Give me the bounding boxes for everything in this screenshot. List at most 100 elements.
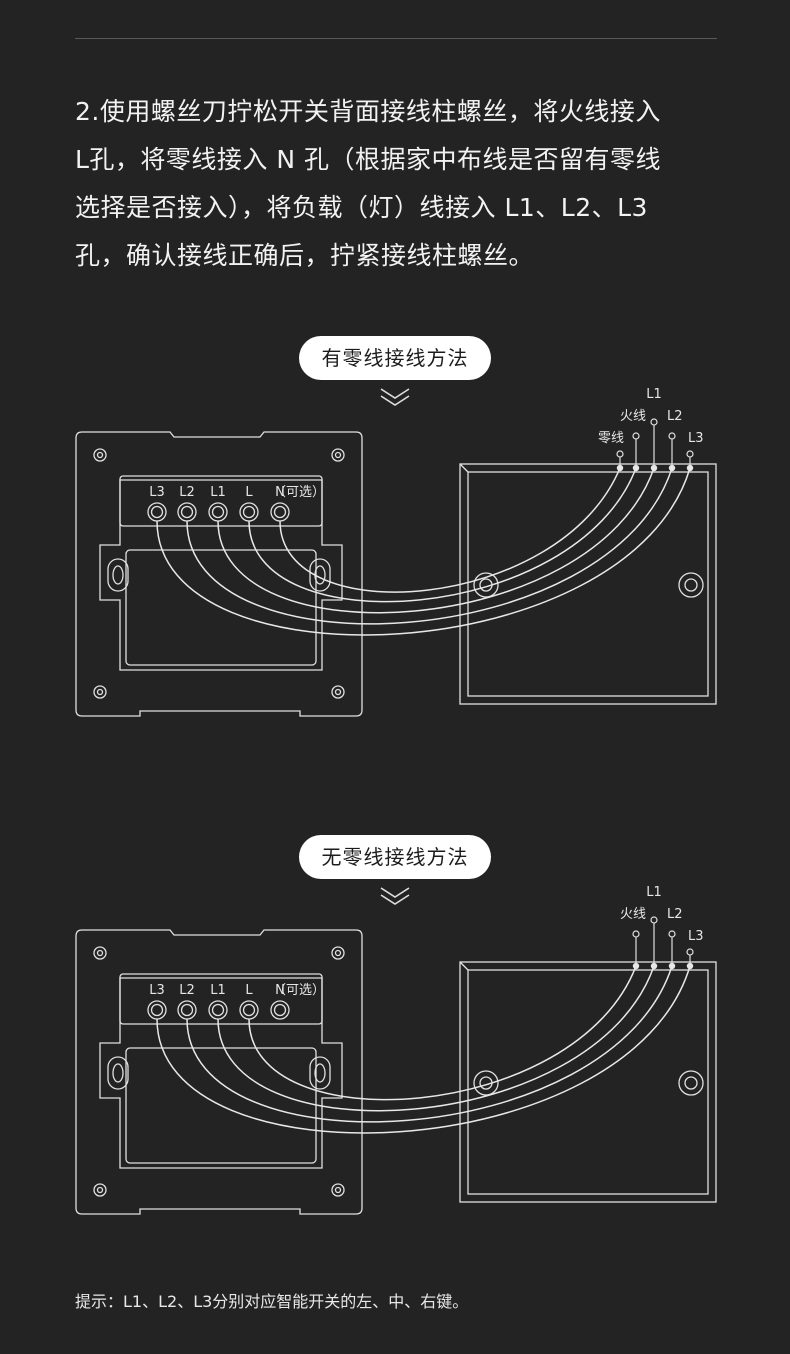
corner-hole-center xyxy=(334,1186,342,1194)
wire-end-dot xyxy=(632,962,640,970)
terminal-screw-l1 xyxy=(208,502,228,522)
corner-hole-center xyxy=(96,451,104,459)
junction-box-screw-inner xyxy=(684,1076,698,1090)
junction-box-screw xyxy=(678,1070,704,1096)
wire-end-dot xyxy=(686,464,694,472)
optional-label: （可选） xyxy=(273,983,325,998)
wire-label-ring xyxy=(616,450,624,458)
section-title-with-neutral: 有零线接线方法 xyxy=(299,336,491,380)
wire-label-l2: L2 xyxy=(667,409,683,424)
junction-box-inner xyxy=(467,471,709,697)
terminal-screw-inner xyxy=(150,1003,164,1017)
terminal-screw-l xyxy=(239,502,259,522)
terminal-label-l2: L2 xyxy=(179,485,195,500)
corner-hole-center xyxy=(96,1186,104,1194)
switch-plate-outline xyxy=(75,431,363,717)
mounting-slot-inner xyxy=(314,1063,326,1083)
corner-hole xyxy=(331,448,345,462)
terminal-label-l1: L1 xyxy=(210,485,226,500)
instruction-line: 2.使用螺丝刀拧松开关背面接线柱螺丝，将火线接入 xyxy=(75,97,661,126)
terminal-label-l: L xyxy=(245,983,253,998)
corner-hole-center xyxy=(334,688,342,696)
terminal-screw-inner xyxy=(242,1003,256,1017)
neutral-wire-label: 零线 xyxy=(598,431,624,446)
terminal-label-n: N xyxy=(275,485,285,500)
wire-label-ring xyxy=(686,948,694,956)
corner-hole-center xyxy=(96,949,104,957)
junction-box-edge xyxy=(459,961,469,971)
wire-label-ring xyxy=(686,450,694,458)
wire-label-l3: L3 xyxy=(688,929,704,944)
instruction-line: L孔，将零线接入 N 孔（根据家中布线是否留有零线 xyxy=(75,145,662,174)
terminal-screw-l3 xyxy=(147,1000,167,1020)
terminal-screw-l2 xyxy=(177,502,197,522)
live-wire-label: 火线 xyxy=(620,409,646,424)
terminal-label-l3: L3 xyxy=(149,983,165,998)
corner-hole-center xyxy=(334,949,342,957)
wire-label-ring xyxy=(632,432,640,440)
junction-box-edge xyxy=(459,463,469,473)
wire-l xyxy=(248,467,637,603)
wire-l1 xyxy=(217,965,655,1112)
mounting-slot xyxy=(107,558,129,592)
wire-end-dot xyxy=(632,464,640,472)
wire-label-ring xyxy=(632,930,640,938)
corner-hole-center xyxy=(334,451,342,459)
terminal-screw-inner xyxy=(273,505,287,519)
optional-label: （可选） xyxy=(273,485,325,500)
wire-label-l1: L1 xyxy=(646,885,662,900)
wire-l1 xyxy=(217,467,655,614)
wire-l xyxy=(248,965,637,1101)
terminal-label-l1: L1 xyxy=(210,983,226,998)
terminal-screw-inner xyxy=(180,1003,194,1017)
switch-plate-outline xyxy=(75,929,363,1215)
terminal-screw-inner xyxy=(273,1003,287,1017)
corner-hole xyxy=(331,685,345,699)
terminal-label-l: L xyxy=(245,485,253,500)
wire-l3 xyxy=(156,467,691,636)
mounting-slot xyxy=(107,1056,129,1090)
terminal-label-l2: L2 xyxy=(179,983,195,998)
mounting-slot-inner xyxy=(112,1063,124,1083)
mounting-slot xyxy=(309,558,331,592)
wire-end-dot xyxy=(686,962,694,970)
terminal-screw-l1 xyxy=(208,1000,228,1020)
terminal-screw-inner xyxy=(150,505,164,519)
junction-box-screw xyxy=(678,572,704,598)
wire-end-dot xyxy=(650,962,658,970)
mounting-slot xyxy=(309,1056,331,1090)
junction-box-screw xyxy=(473,1070,499,1096)
instruction-text: 2.使用螺丝刀拧松开关背面接线柱螺丝，将火线接入 L孔，将零线接入 N 孔（根据… xyxy=(75,88,725,280)
junction-box-screw xyxy=(473,572,499,598)
terminal-screw-n xyxy=(270,1000,290,1020)
wire-l3 xyxy=(156,965,691,1134)
junction-box-screw-inner xyxy=(684,578,698,592)
corner-hole xyxy=(93,685,107,699)
corner-hole xyxy=(93,1183,107,1197)
terminal-screw-n xyxy=(270,502,290,522)
junction-box-inner xyxy=(467,969,709,1195)
corner-hole xyxy=(331,1183,345,1197)
wire-end-dot xyxy=(668,962,676,970)
corner-hole xyxy=(93,448,107,462)
terminal-screw-l xyxy=(239,1000,259,1020)
section-title-without-neutral: 无零线接线方法 xyxy=(299,835,491,879)
wire-label-l1: L1 xyxy=(646,387,662,402)
wire-label-ring xyxy=(650,916,658,924)
wire-end-dot xyxy=(668,464,676,472)
mounting-slot-inner xyxy=(112,565,124,585)
wire-label-ring xyxy=(650,418,658,426)
terminal-screw-inner xyxy=(211,505,225,519)
footer-note: 提示：L1、L2、L3分别对应智能开关的左、中、右键。 xyxy=(75,1292,469,1311)
terminal-block xyxy=(119,973,323,1025)
wire-label-l3: L3 xyxy=(688,431,704,446)
wire-l2 xyxy=(186,965,673,1123)
wire-end-dot xyxy=(616,464,624,472)
switch-inner-body xyxy=(99,977,343,1169)
junction-box-outer xyxy=(459,961,717,1203)
terminal-label-l3: L3 xyxy=(149,485,165,500)
terminal-screw-inner xyxy=(211,1003,225,1017)
wire-l2 xyxy=(186,467,673,625)
